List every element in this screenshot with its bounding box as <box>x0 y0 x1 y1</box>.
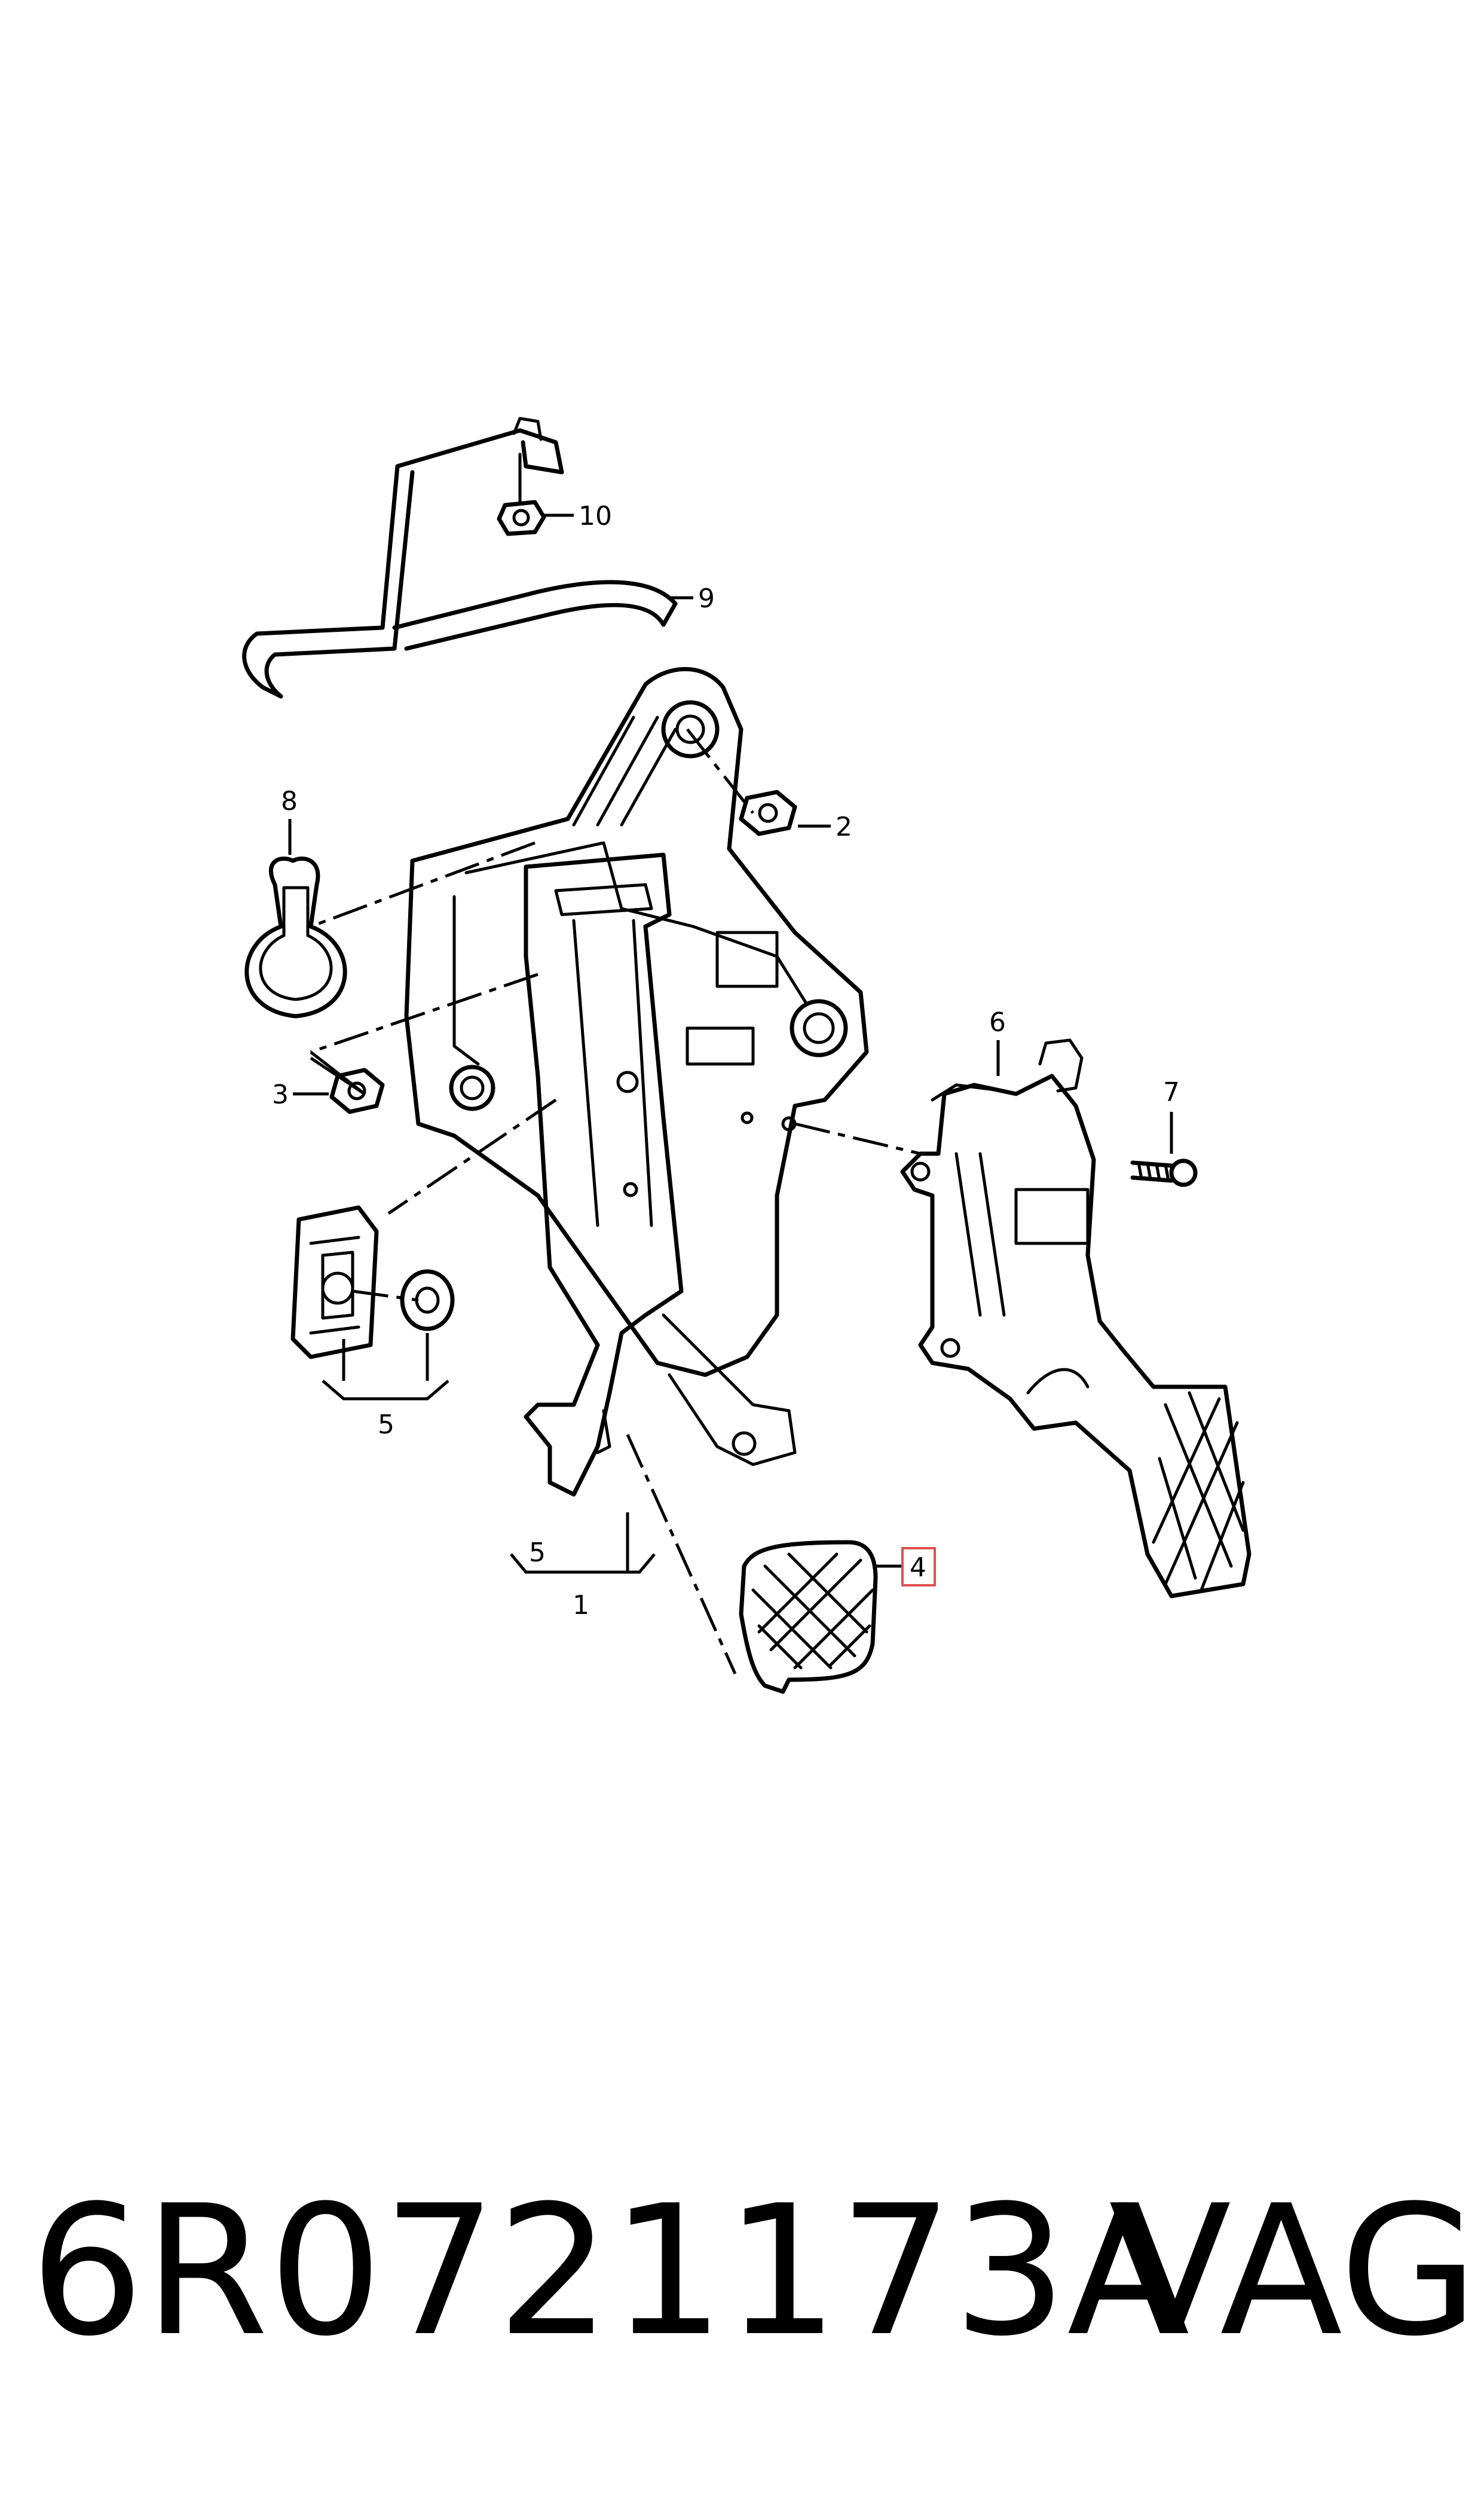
callout-10: 10 <box>579 501 612 531</box>
nut-part-2 <box>739 790 797 836</box>
clip-part-5 <box>290 1205 379 1359</box>
bracket-rod-part-9 <box>242 417 678 699</box>
callout-4: 4 <box>910 1552 926 1583</box>
brand-label: VAG <box>1109 2167 1479 2376</box>
seal-part-8 <box>244 856 347 1019</box>
callout-1: 1 <box>573 1590 589 1621</box>
callout-5-left: 5 <box>378 1410 394 1440</box>
washer-part-5 <box>400 1269 455 1331</box>
callout-2: 2 <box>836 812 852 842</box>
part-number: 6R0721173A <box>30 2167 1190 2376</box>
callout-3: 3 <box>272 1080 289 1110</box>
callout-leaders <box>288 513 1173 1574</box>
accelerator-module-part-6 <box>900 1038 1252 1598</box>
callout-8: 8 <box>281 786 298 817</box>
bolt-part-7 <box>1130 1158 1198 1187</box>
callout-6: 6 <box>989 1007 1006 1038</box>
callout-5-bottom: 5 <box>529 1537 546 1568</box>
pedal-arm <box>524 852 797 1497</box>
callout-labels: 10 9 2 8 3 6 7 5 5 1 4 <box>272 501 1180 1621</box>
nut-part-10 <box>497 453 546 536</box>
pedal-bracket-part-1 <box>404 667 869 1377</box>
callout-7: 7 <box>1163 1077 1180 1108</box>
assembly-lines <box>310 728 921 1675</box>
pedal-pad-part-4 <box>739 1540 878 1694</box>
callout-9: 9 <box>698 583 715 614</box>
callout-4-highlight <box>901 1547 936 1586</box>
